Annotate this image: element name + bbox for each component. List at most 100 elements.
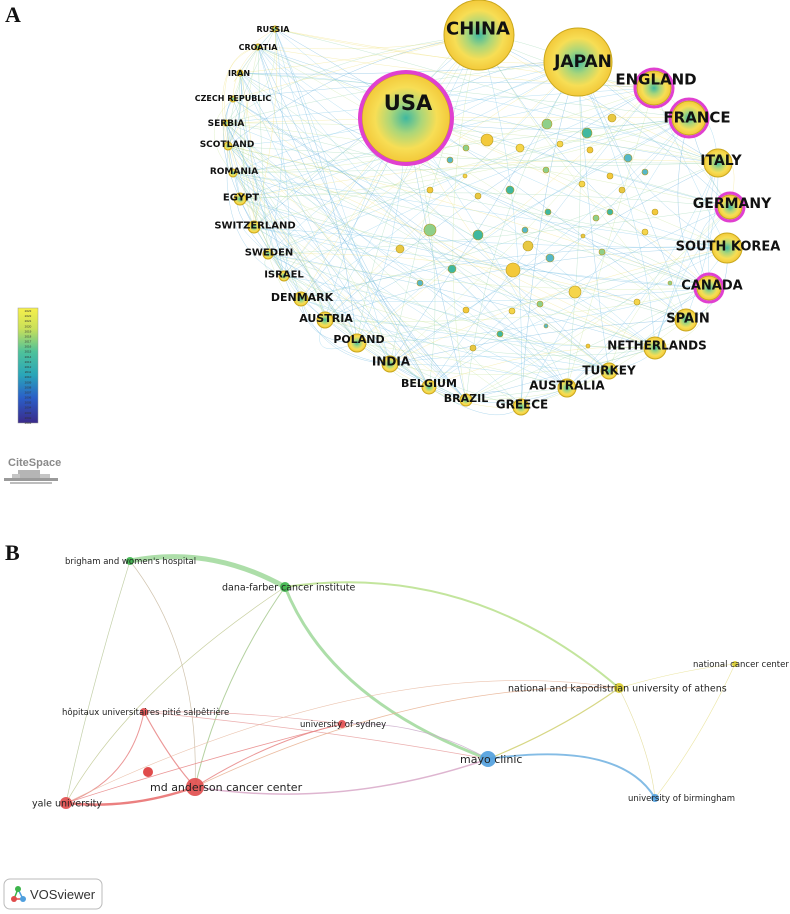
minor-country-node	[515, 143, 525, 153]
country-link-line	[520, 319, 687, 408]
node-md-anderson-cancer-center	[186, 778, 204, 796]
institution-link-line	[618, 687, 656, 799]
country-link-line	[465, 347, 656, 401]
country-link-line	[239, 192, 731, 208]
country-link-line	[257, 46, 269, 255]
country-link-line	[227, 145, 728, 249]
label-germany: GERMANY	[693, 196, 772, 212]
institution-link-line	[194, 586, 286, 788]
legend-year-label: 2022	[25, 314, 32, 318]
label-national-and-kapodistrian-university-of-athens: national and kapodistrian university of …	[508, 683, 727, 694]
country-link-line	[677, 117, 710, 289]
label-india: INDIA	[372, 354, 411, 368]
legend-year-label: 2001	[25, 421, 32, 425]
country-link-line	[232, 28, 276, 100]
minor-country-node	[462, 306, 470, 314]
minor-country-node	[423, 223, 437, 237]
minor-country-node	[395, 244, 405, 254]
label-italy: ITALY	[700, 153, 742, 169]
country-link-line	[253, 226, 728, 249]
country-link-line	[300, 162, 719, 300]
minor-country-node	[543, 323, 549, 329]
legend-year-label: 2005	[25, 401, 32, 405]
node-japan	[543, 27, 613, 97]
legend-year-label: 2010	[25, 375, 32, 379]
country-link-line	[228, 28, 276, 174]
country-link-line	[267, 253, 522, 408]
minor-country-node	[607, 113, 617, 123]
country-link-line	[253, 226, 656, 349]
year-color-legend: 2023202220212020201920182017201620152014…	[17, 307, 39, 425]
panel-b-letter: B	[5, 540, 20, 565]
label-czech-republic: CZECH REPUBLIC	[195, 94, 272, 103]
node-spain	[674, 308, 698, 332]
country-link-line	[239, 72, 710, 289]
legend-year-label: 2011	[25, 370, 32, 374]
minor-country-node	[508, 307, 516, 315]
country-link-line	[225, 122, 568, 389]
country-link-line	[227, 28, 276, 147]
node-scotland	[223, 141, 233, 151]
year-gradient-bar	[17, 307, 39, 424]
country-link-line	[257, 46, 568, 389]
legend-year-label: 2020	[25, 324, 32, 328]
country-link-line	[257, 46, 719, 164]
legend-year-label: 2017	[25, 340, 32, 344]
country-link-line	[223, 98, 255, 228]
country-link-line	[257, 46, 467, 401]
label-poland: POLAND	[333, 333, 384, 346]
node-turkey	[600, 362, 618, 380]
country-link-line	[274, 28, 430, 388]
institution-link-line	[65, 711, 145, 804]
country-link-line	[465, 247, 728, 401]
country-link-line	[577, 61, 656, 349]
country-link-line	[226, 145, 285, 277]
minor-country-node	[585, 343, 591, 349]
vosviewer-badge	[3, 878, 103, 910]
minor-country-node	[598, 248, 606, 256]
minor-country-node	[474, 192, 482, 200]
label-sweden: SWEDEN	[245, 248, 294, 259]
label-dana-farber-cancer-institute: dana-farber cancer institute	[222, 582, 355, 593]
country-link-line	[227, 145, 568, 389]
label-russia: RUSSIA	[257, 25, 291, 34]
country-link-line	[465, 206, 731, 401]
country-link-line	[356, 87, 655, 344]
country-link-line	[428, 87, 655, 388]
minor-institution-node	[143, 767, 153, 777]
legend-year-label: 2009	[25, 380, 32, 384]
country-link-line	[577, 61, 687, 321]
country-link-line	[428, 386, 568, 403]
country-link-line	[227, 145, 326, 321]
country-link-line	[478, 34, 522, 408]
label-spain: SPAIN	[666, 312, 709, 327]
legend-year-label: 2019	[25, 329, 32, 333]
node-brigham-and-women-s-hospital	[126, 557, 134, 565]
country-link-line	[300, 298, 358, 344]
country-link-line	[225, 122, 731, 208]
label-belgium: BELGIUM	[401, 377, 457, 390]
country-link-line	[253, 117, 690, 228]
label-mayo-clinic: mayo clinic	[460, 753, 522, 766]
minor-country-node	[426, 186, 434, 194]
label-japan: JAPAN	[553, 52, 612, 72]
country-link-line	[389, 247, 728, 365]
institution-link-line	[127, 554, 288, 590]
country-link-line	[267, 253, 326, 321]
country-link-line	[389, 319, 687, 365]
country-link-line	[283, 275, 610, 372]
country-link-line	[239, 72, 690, 119]
minor-country-node	[544, 208, 552, 216]
minor-country-node	[556, 140, 564, 148]
country-link-line	[239, 72, 719, 164]
minor-country-node	[606, 208, 614, 216]
label-md-anderson-cancer-center: md anderson cancer center	[150, 781, 303, 794]
institution-link-lines	[64, 554, 736, 806]
country-link-line	[227, 145, 719, 164]
country-link-line	[239, 159, 719, 200]
citespace-logo-skyline-icon	[18, 470, 40, 478]
country-link-line	[356, 34, 480, 344]
country-link-line	[213, 98, 234, 174]
institution-link-line	[65, 723, 343, 804]
node-mayo-clinic	[480, 751, 496, 767]
